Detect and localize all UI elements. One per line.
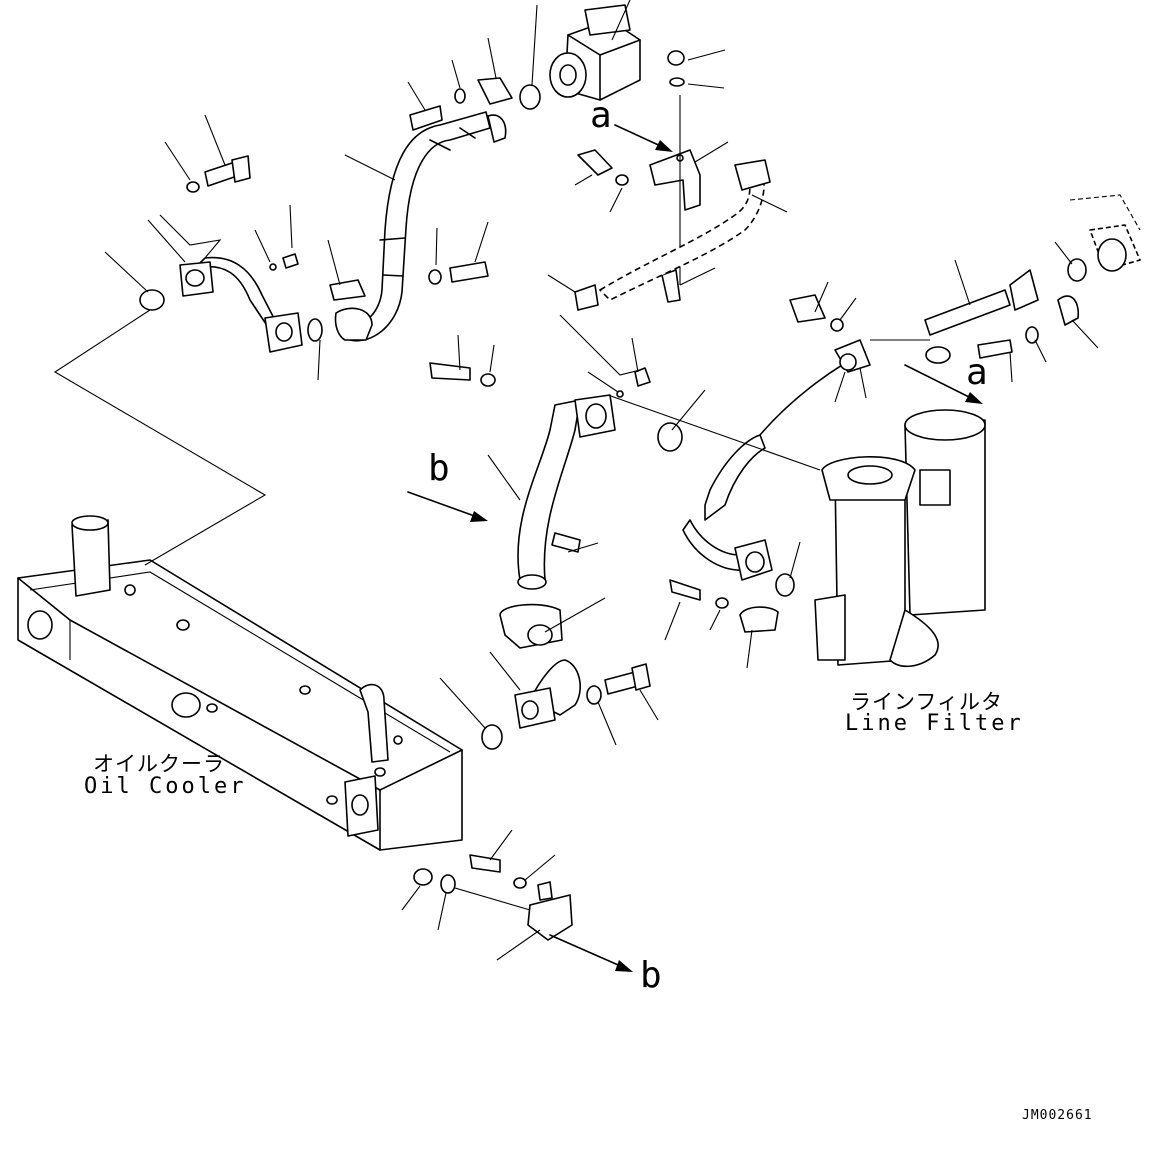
oil-cooler-label-en: Oil Cooler [84,774,247,799]
reference-b-bottom: b [640,955,662,996]
upper-right-hose [789,194,1141,373]
filter-hose [669,351,866,633]
oil-cooler [17,515,463,851]
reference-b-left: b [428,448,450,489]
center-tube-b [429,284,683,750]
callout-leaders [104,0,1099,961]
arrow-a-right [904,364,983,404]
oil-cooler-label-jp: オイルクーラ [93,752,225,776]
line-filter-label-jp: ラインフィルタ [850,690,1003,714]
pump-valve [549,4,685,101]
upper-left-tube [139,155,323,353]
arrow-b-bottom [549,934,633,972]
upper-hose [329,77,541,342]
reference-a-right: a [966,352,988,393]
arrow-b-left [407,491,488,522]
leader-line [53,309,267,566]
bracket-a [577,95,771,303]
line-filter-label-en: Line Filter [845,711,1024,736]
reference-a-top: a [590,95,612,136]
line-filter [814,346,986,668]
bracket-b [413,854,573,941]
drawing-code: JM002661 [1022,1108,1093,1123]
arrow-a-top [614,124,673,152]
